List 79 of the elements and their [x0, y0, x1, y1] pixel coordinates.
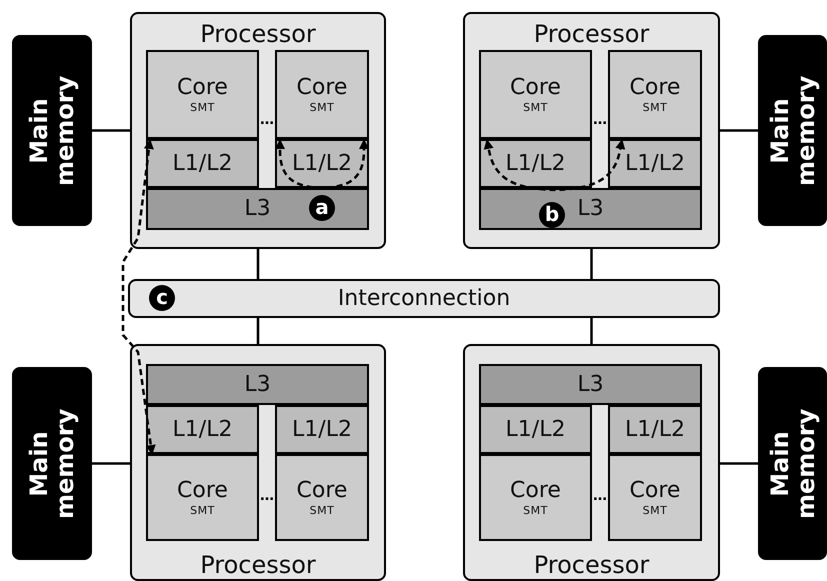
ellipsis-label: … — [593, 488, 607, 504]
core-label: Core — [177, 74, 228, 100]
processor-box — [130, 12, 386, 249]
smt-label: SMT — [190, 100, 215, 114]
connector-line — [92, 462, 130, 465]
cache-label: L3 — [244, 196, 271, 222]
cache-box — [479, 188, 702, 230]
cache-label: L1/L2 — [625, 150, 685, 176]
cache-label: L3 — [577, 196, 604, 222]
core-label: Core — [296, 74, 348, 100]
core-box — [479, 50, 592, 139]
smt-label: SMT — [523, 100, 548, 114]
memory-label: Main memory — [766, 76, 818, 186]
cache-label: L1/L2 — [292, 416, 352, 442]
ellipsis-label: … — [260, 488, 274, 504]
core-box — [146, 454, 259, 541]
cache-label: L1/L2 — [506, 416, 566, 442]
ellipsis-label: … — [260, 112, 274, 128]
cache-box — [146, 405, 259, 454]
cache-box — [275, 405, 369, 454]
memory-box — [758, 35, 827, 226]
smt-label: SMT — [642, 504, 668, 518]
processor-title: Processor — [200, 20, 316, 48]
memory-label: Main memory — [766, 408, 818, 518]
core-label: Core — [630, 478, 680, 504]
cache-box — [146, 188, 369, 230]
connector-line — [590, 249, 593, 279]
cache-box — [479, 405, 592, 454]
processor-box — [463, 12, 720, 249]
memory-box — [758, 367, 827, 560]
cache-box — [146, 139, 259, 188]
cache-label: L1/L2 — [172, 416, 232, 442]
processor-title: Processor — [200, 551, 316, 579]
processor-box — [130, 344, 386, 581]
connector-line — [720, 129, 758, 132]
connector-line — [256, 318, 260, 344]
core-label: Core — [177, 478, 228, 504]
processor-title: Processor — [534, 20, 650, 48]
core-label: Core — [630, 74, 680, 100]
interconnect-label: Interconnection — [338, 286, 510, 312]
cache-label: L1/L2 — [506, 150, 566, 176]
cache-box — [146, 364, 369, 405]
core-box — [275, 454, 369, 541]
processor-title: Processor — [534, 551, 650, 579]
smt-label: SMT — [523, 504, 548, 518]
ellipsis-label: … — [593, 112, 607, 128]
smt-label: SMT — [190, 504, 215, 518]
connector-line — [256, 249, 260, 279]
cache-label: L3 — [244, 372, 271, 398]
interconnect-bar — [128, 279, 720, 318]
smt-label: SMT — [642, 100, 668, 114]
cache-label: L1/L2 — [625, 416, 685, 442]
smt-label: SMT — [310, 504, 334, 518]
connector-line — [92, 129, 130, 132]
memory-label: Main memory — [26, 408, 78, 518]
cache-label: L1/L2 — [172, 150, 232, 176]
cache-box — [608, 405, 702, 454]
memory-box — [12, 35, 92, 226]
core-label: Core — [296, 478, 348, 504]
connector-line — [590, 318, 593, 344]
core-label: Core — [510, 74, 561, 100]
core-box — [608, 50, 702, 139]
core-box — [146, 50, 259, 139]
core-label: Core — [510, 478, 561, 504]
arrow — [122, 138, 156, 455]
connector-line — [720, 462, 758, 465]
cache-box — [479, 364, 702, 405]
core-box — [479, 454, 592, 541]
smt-label: SMT — [310, 100, 334, 114]
memory-box — [12, 367, 92, 560]
core-box — [608, 454, 702, 541]
cache-box — [608, 139, 702, 188]
arrow — [484, 139, 626, 192]
memory-label: Main memory — [26, 76, 78, 186]
processor-box — [463, 344, 720, 581]
cache-label: L1/L2 — [292, 150, 352, 176]
cache-label: L3 — [577, 372, 604, 398]
core-box — [275, 50, 369, 139]
cache-box — [479, 139, 592, 188]
